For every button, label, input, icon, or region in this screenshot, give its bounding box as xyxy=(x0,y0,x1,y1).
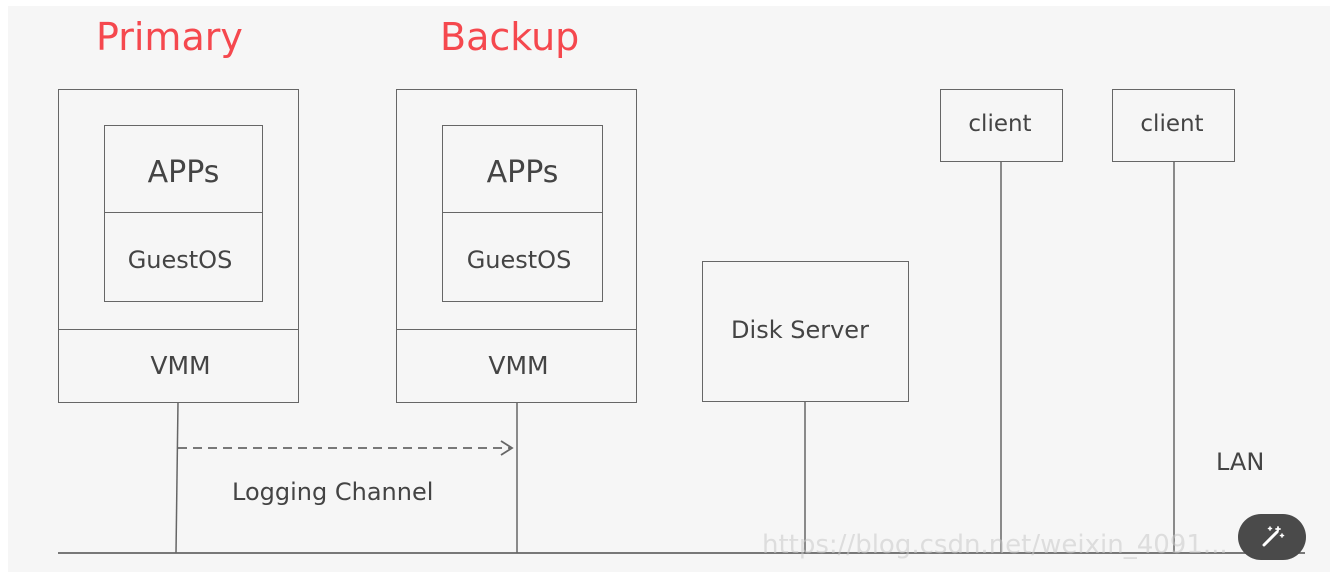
backup-apps-divider xyxy=(442,212,603,214)
client-label-1: client xyxy=(968,111,1032,137)
backup-title: Backup xyxy=(440,15,580,59)
primary-lan-line xyxy=(175,401,179,554)
backup-guest-box xyxy=(442,125,603,302)
disk-server-label: Disk Server xyxy=(731,316,869,344)
backup-guestos-label: GuestOS xyxy=(466,246,572,274)
magic-wand-icon xyxy=(1262,526,1285,547)
magic-edit-button[interactable] xyxy=(1238,514,1306,560)
disk-server-box xyxy=(702,261,909,402)
logging-arrow-head xyxy=(500,440,514,456)
backup-apps-label: APPs xyxy=(486,154,559,190)
primary-vmm-divider xyxy=(58,329,299,331)
primary-guest-box xyxy=(104,125,263,302)
client-box-2 xyxy=(1112,89,1235,162)
client-label-2: client xyxy=(1140,111,1204,137)
primary-guestos-label: GuestOS xyxy=(127,246,233,274)
backup-vmm-label: VMM xyxy=(488,350,549,380)
backup-vmm-divider xyxy=(396,329,637,331)
lan-label: LAN xyxy=(1216,448,1265,476)
primary-title: Primary xyxy=(96,15,243,59)
primary-vmm-label: VMM xyxy=(150,350,211,380)
logging-channel-label: Logging Channel xyxy=(232,478,434,506)
backup-machine-box xyxy=(396,89,637,403)
primary-machine-box xyxy=(58,89,299,403)
watermark-text: https://blog.csdn.net/weixin_4091... xyxy=(762,530,1228,560)
primary-apps-label: APPs xyxy=(147,154,220,190)
diagram-canvas xyxy=(8,6,1330,572)
primary-apps-divider xyxy=(104,212,263,214)
client-box-1 xyxy=(940,89,1063,162)
